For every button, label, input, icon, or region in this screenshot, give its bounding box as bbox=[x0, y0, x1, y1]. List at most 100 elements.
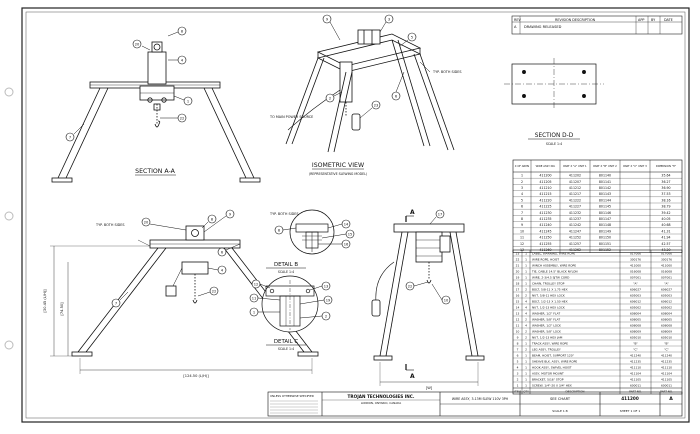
bom-cell: 300176 bbox=[630, 257, 641, 261]
bom-cell: LEG ASSY, TROLLEY bbox=[532, 347, 561, 351]
detail-c-callouts: 12 11 1 13 19 2 bbox=[249, 279, 333, 321]
bom-cell: 1 bbox=[525, 341, 527, 345]
tab-chart-cell: 801149 bbox=[599, 229, 611, 233]
tab-chart-cell: 801144 bbox=[599, 198, 611, 202]
sheet-inner-border bbox=[25, 11, 686, 419]
bom-cell: 4 bbox=[525, 323, 527, 327]
callout-label: 8 bbox=[211, 218, 214, 222]
sheet-border bbox=[21, 7, 690, 423]
callout-label: 6 bbox=[395, 95, 398, 99]
dim-height: [30.45 (L/H)] bbox=[43, 289, 47, 313]
tb-dwg-no: 411200 bbox=[621, 396, 639, 401]
bom-header: PART NO. bbox=[629, 389, 642, 393]
tab-chart-cell: 411210 bbox=[539, 186, 551, 190]
bom-cell: NUT, 1/2-13 HEX LOCK bbox=[532, 305, 565, 309]
bom-cell: 1 bbox=[525, 269, 527, 273]
bom-cell: 13 bbox=[516, 311, 520, 315]
bom-cell: 608009 bbox=[630, 329, 641, 333]
bom-cell: 606027 bbox=[661, 287, 672, 291]
tb-scale: SCALE 1:8 bbox=[552, 409, 567, 413]
section-d-d-view bbox=[504, 58, 604, 110]
tab-chart-cell: 411240 bbox=[539, 223, 551, 227]
bom-cell: BOLT, 5/8-11 X 1.75 HEX bbox=[532, 287, 568, 291]
bom-cell: 4 bbox=[525, 305, 527, 309]
bom-cell: 411000 bbox=[661, 263, 672, 267]
bom-header: ITEM bbox=[514, 389, 521, 393]
iso-note-power: TO MAIN POWER SOURCE bbox=[269, 115, 313, 119]
bom-cell: 017006 bbox=[630, 251, 641, 255]
bom-cell: 1 bbox=[517, 383, 519, 387]
bom-cell: 600011 bbox=[661, 383, 672, 387]
callout-label: 16 bbox=[344, 243, 349, 247]
section-arrow-label-bottom: A bbox=[410, 373, 415, 380]
bom-cell: 22 bbox=[516, 257, 520, 261]
bom-cell: 6 bbox=[517, 353, 519, 357]
isometric-callouts: 9 3 5 6 23 2 TYP. BOTH SIDES TO MAIN POW… bbox=[269, 14, 462, 119]
tab-chart-cell: 411250 bbox=[539, 236, 551, 240]
callout-label: 2 bbox=[329, 97, 331, 101]
callout-label: 4 bbox=[181, 59, 184, 63]
tab-chart-cell: 411227 bbox=[569, 205, 581, 209]
tab-chart-header: PART X "B" UNIT 2 bbox=[593, 164, 617, 168]
bom-cell: 605003 bbox=[630, 293, 641, 297]
dim-width: [124.50 (L/H)] bbox=[183, 374, 209, 378]
tab-chart-cell: 411230 bbox=[539, 211, 551, 215]
callout-label: 22 bbox=[408, 285, 413, 289]
bom-cell: 2 bbox=[525, 335, 527, 339]
side-view bbox=[371, 215, 485, 386]
rev-header-rev: REV bbox=[514, 18, 521, 22]
tab-chart-cell: 40.05 bbox=[661, 217, 670, 221]
bom-cell: 1 bbox=[525, 365, 527, 369]
section-a-a-view bbox=[51, 41, 261, 183]
section-arrow-label-top: A bbox=[410, 209, 415, 216]
section-a-a-callouts: 20 8 4 1 22 7 bbox=[65, 26, 193, 142]
tab-chart-cell: 5 bbox=[521, 198, 523, 202]
bom-cell: 608009 bbox=[661, 329, 672, 333]
tab-chart-cell: 411222 bbox=[569, 198, 581, 202]
bom-cell: 411235 bbox=[630, 359, 641, 363]
bom-cell: 2 bbox=[525, 293, 527, 297]
bom-cell: 7 bbox=[517, 347, 519, 351]
bom-cell: "A" bbox=[664, 281, 669, 285]
tab-chart-cell: 6 bbox=[521, 205, 523, 209]
bom-cell: 605002 bbox=[661, 305, 672, 309]
tab-chart-cell: 36.90 bbox=[661, 186, 670, 190]
bom-cell: 1 bbox=[525, 353, 527, 357]
tab-chart-cell: 411205 bbox=[539, 180, 551, 184]
bom-cell: "B" bbox=[633, 341, 638, 345]
tab-chart-cell: 36.27 bbox=[661, 180, 670, 184]
detail-b-scale: SCALE 1:4 bbox=[278, 270, 294, 274]
callout-label: 5 bbox=[411, 36, 413, 40]
rev-header-date: DATE bbox=[664, 18, 673, 22]
callout-label: 11 bbox=[252, 297, 257, 301]
bom-cell: "C" bbox=[664, 347, 669, 351]
bom-cell: 606027 bbox=[630, 287, 641, 291]
bom-cell: "C" bbox=[633, 347, 638, 351]
bom-cell: 608008 bbox=[630, 323, 641, 327]
bom-cell: 608008 bbox=[661, 323, 672, 327]
bom-cell: 23 bbox=[516, 251, 520, 255]
tab-chart-cell: 411200 bbox=[539, 174, 551, 178]
tab-chart-cell: 39.42 bbox=[661, 211, 670, 215]
tab-chart-header: X OF ARMS bbox=[515, 164, 530, 168]
callout-label: 20 bbox=[144, 221, 149, 225]
tab-chart-cell: 801151 bbox=[599, 242, 611, 246]
tab-chart-cell: 411220 bbox=[539, 198, 551, 202]
section-d-d-scale: SCALE 1:4 bbox=[546, 142, 562, 146]
tab-chart-cell: 411247 bbox=[569, 229, 581, 233]
tab-chart-cell: 35.64 bbox=[661, 174, 670, 178]
tab-chart-cell: 801148 bbox=[599, 223, 611, 227]
bom-cell: 007001 bbox=[661, 275, 672, 279]
title-block-text: UNLESS OTHERWISE SPECIFIED TROJAN TECHNO… bbox=[270, 394, 673, 414]
bom-cell: 411240 bbox=[630, 353, 641, 357]
tb-sheet: SHEET 1 OF 1 bbox=[620, 409, 641, 413]
side-view-labels: A A [W] 17 22 10 bbox=[405, 209, 451, 390]
tb-rev: A bbox=[669, 396, 673, 402]
tab-chart-cell: 42.57 bbox=[661, 242, 670, 246]
callout-label: 3 bbox=[388, 18, 390, 22]
tab-chart-cell: 41.31 bbox=[661, 229, 670, 233]
bom-cell: 2 bbox=[525, 317, 527, 321]
bom-cell: 5 bbox=[517, 359, 519, 363]
